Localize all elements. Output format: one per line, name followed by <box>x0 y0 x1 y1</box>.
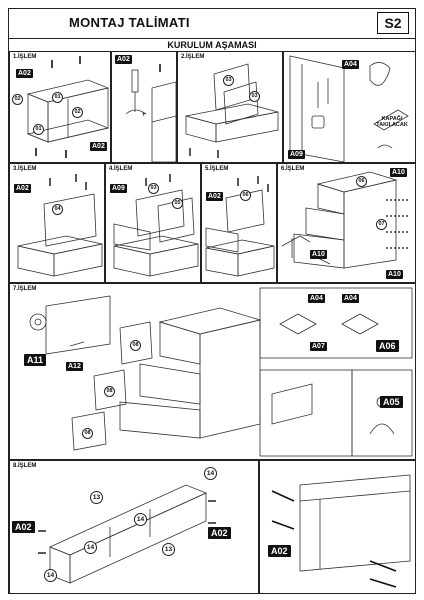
hardware-tag-a09: A09 <box>288 150 305 159</box>
hardware-tag-a02: A02 <box>208 527 231 539</box>
cover-note: KAPAĞI TAKILACAK <box>376 116 408 128</box>
part-marker-01: 01 <box>33 124 44 135</box>
step-2-panel: 2.İŞLEM 03 03 <box>177 51 283 163</box>
step-8-drawing <box>38 484 216 584</box>
part-marker-02: 02 <box>72 107 83 118</box>
part-marker-14: 14 <box>44 569 57 582</box>
part-marker-06: 06 <box>240 190 251 201</box>
step-7-panel: 7.İŞLEM A11 A12 0 <box>9 283 416 460</box>
step-label: 4.İŞLEM <box>109 166 133 172</box>
part-marker-08: 08 <box>82 428 93 439</box>
step-5-panel: 5.İŞLEM A02 06 <box>201 163 277 283</box>
step-8-detail: A02 <box>259 460 416 594</box>
part-marker-08: 08 <box>130 340 141 351</box>
hardware-tag-a02: A02 <box>12 521 35 533</box>
step-label: 5.İŞLEM <box>205 166 229 172</box>
hardware-tag-a10: A10 <box>386 270 403 279</box>
hardware-tag-a12: A12 <box>66 362 83 371</box>
part-marker-03: 03 <box>249 91 260 102</box>
part-marker-14: 14 <box>84 541 97 554</box>
step-1-drawing <box>26 56 110 158</box>
hardware-tag-a04: A04 <box>342 60 359 69</box>
hardware-tag-a05: A05 <box>380 396 403 408</box>
step-label: 2.İŞLEM <box>181 54 205 60</box>
part-marker-13: 13 <box>90 491 103 504</box>
section-title: KURULUM AŞAMASI <box>167 40 257 50</box>
part-marker-07: 07 <box>376 219 387 230</box>
part-marker-02: 02 <box>12 94 23 105</box>
part-marker-14: 14 <box>204 467 217 480</box>
step-4-drawing <box>113 174 199 277</box>
hardware-tag-a02: A02 <box>16 69 33 78</box>
hardware-tag-a02: A02 <box>14 184 31 193</box>
part-marker-04: 04 <box>52 204 63 215</box>
hardware-tag-a11: A11 <box>24 354 47 366</box>
step-5-drawing <box>205 176 275 277</box>
part-marker-13: 13 <box>162 543 175 556</box>
part-marker-08: 08 <box>104 386 115 397</box>
part-marker-14: 14 <box>134 513 147 526</box>
hardware-tag-a02: A02 <box>206 192 223 201</box>
sheet-code: S2 <box>377 12 409 34</box>
step-3-panel: 3.İŞLEM A02 04 <box>9 163 105 283</box>
hardware-tag-a06: A06 <box>376 340 399 352</box>
header: MONTAJ TALİMATI S2 <box>9 9 415 39</box>
hardware-tag-a07: A07 <box>310 342 327 351</box>
hardware-tag-a04: A04 <box>308 294 325 303</box>
step-6-panel: 6.İŞLEM A10 06 07 A10 A10 <box>277 163 416 283</box>
page-title: MONTAJ TALİMATI <box>69 15 190 30</box>
part-marker-03: 03 <box>148 183 159 194</box>
step-7-drawing <box>29 287 413 457</box>
hardware-tag-a02: A02 <box>115 55 132 64</box>
step-label: 6.İŞLEM <box>281 166 305 172</box>
step-label: 1.İŞLEM <box>13 54 37 60</box>
step-label: 7.İŞLEM <box>13 286 37 292</box>
step-8-panel: 8.İŞLEM 14 13 14 A02 A02 14 13 14 <box>9 460 259 594</box>
cover-detail-drawing <box>289 55 409 162</box>
part-marker-05: 05 <box>172 198 183 209</box>
step-label: 8.İŞLEM <box>13 463 37 469</box>
screw-detail-drawing <box>125 64 176 162</box>
part-marker-06: 06 <box>356 176 367 187</box>
step-2-detail: A04 A09 KAPAĞI TAKILACAK <box>283 51 416 163</box>
part-marker-03: 03 <box>223 75 234 86</box>
step-6-drawing <box>281 171 408 269</box>
hardware-tag-a10: A10 <box>310 250 327 259</box>
hardware-tag-a04: A04 <box>342 294 359 303</box>
hardware-tag-a10: A10 <box>390 168 407 177</box>
screw-joint-drawing <box>271 474 411 588</box>
step-1-panel: 1.İŞLEM A02 01 02 02 01 A02 <box>9 51 111 163</box>
hardware-tag-a02: A02 <box>268 545 291 557</box>
step-label: 3.İŞLEM <box>13 166 37 172</box>
hardware-tag-a02: A02 <box>90 142 107 151</box>
step-4-panel: 4.İŞLEM A09 03 05 <box>105 163 201 283</box>
step-3-drawing <box>17 174 103 277</box>
part-marker-01: 01 <box>52 92 63 103</box>
step-1-detail: A02 <box>111 51 177 163</box>
hardware-tag-a09: A09 <box>110 184 127 193</box>
step-2-drawing <box>185 63 279 158</box>
